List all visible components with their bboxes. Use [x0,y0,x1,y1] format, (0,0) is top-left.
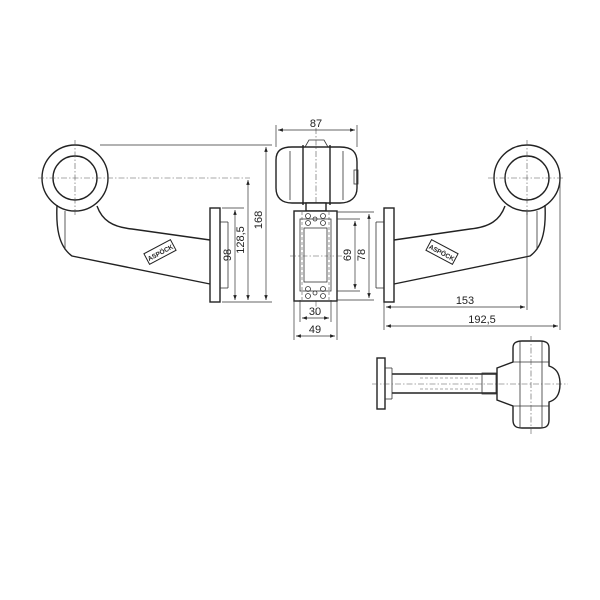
top-view [372,336,568,434]
dim-78: 78 [356,214,371,298]
label-98: 98 [222,249,234,261]
label-168: 168 [253,211,265,229]
bolt-holes [305,213,326,299]
front-view [275,125,374,340]
dim-98: 98 [222,210,237,300]
label-30: 30 [309,306,321,318]
dim-49: 49 [296,324,335,338]
right-side-view [375,140,565,330]
logo-right: ASPÖCK [425,238,459,266]
left-side-view [38,140,272,303]
dim-168: 168 [253,147,268,300]
dim-69: 69 [342,221,357,289]
dim-30: 30 [302,306,329,320]
label-153: 153 [456,295,474,307]
label-87: 87 [310,118,322,130]
label-128-5: 128,5 [235,226,247,254]
label-192-5: 192,5 [468,314,496,326]
label-49: 49 [309,324,321,336]
label-69: 69 [342,249,354,261]
logo-left: ASPÖCK [143,238,177,266]
dim-87: 87 [278,118,355,132]
label-78: 78 [356,249,368,261]
dim-153: 153 [386,295,525,309]
dim-128-5: 128,5 [235,180,250,300]
dim-192-5: 192,5 [386,314,558,328]
